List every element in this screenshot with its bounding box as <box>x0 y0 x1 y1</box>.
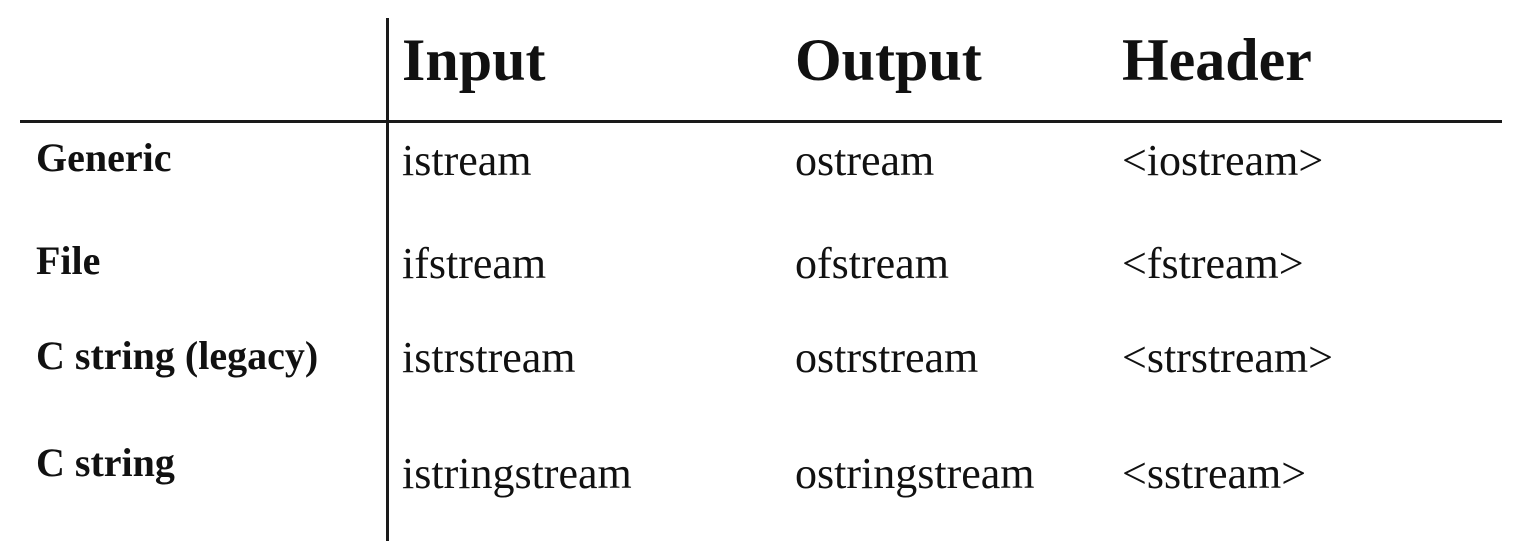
column-header-output: Output <box>795 27 982 93</box>
cell-c-string-legacy-header: <strstream> <box>1122 333 1333 382</box>
row-label-c-string-legacy: C string (legacy) <box>36 333 319 378</box>
row-label-c-string: C string <box>36 440 175 485</box>
header-divider <box>20 120 1502 123</box>
cell-c-string-output: ostringstream <box>795 449 1035 498</box>
row-label-generic: Generic <box>36 135 172 180</box>
column-header-header: Header <box>1122 27 1312 93</box>
cell-c-string-input: istringstream <box>402 449 632 498</box>
cell-generic-output: ostream <box>795 136 935 185</box>
cell-c-string-legacy-input: istrstream <box>402 333 576 382</box>
vertical-divider <box>386 18 389 541</box>
cell-c-string-header: <sstream> <box>1122 449 1307 498</box>
cell-generic-input: istream <box>402 136 532 185</box>
column-header-input: Input <box>402 27 546 93</box>
cell-c-string-legacy-output: ostrstream <box>795 333 979 382</box>
cell-file-header: <fstream> <box>1122 239 1304 288</box>
row-label-file: File <box>36 238 101 283</box>
cell-file-output: ofstream <box>795 239 949 288</box>
cell-generic-header: <iostream> <box>1122 136 1324 185</box>
cell-file-input: ifstream <box>402 239 547 288</box>
